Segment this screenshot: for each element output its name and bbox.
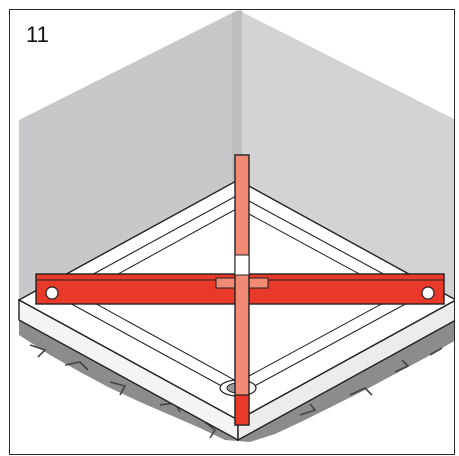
ground-shadow [19,310,454,442]
shower-tray-leveling-illustration [17,10,454,442]
vertical-level-white-band [234,254,250,276]
level-left-hole [45,286,59,300]
illustration-frame: 11 [9,9,455,455]
level-right-hole [421,286,435,300]
vertical-level-bottom-cap [234,394,250,426]
step-number: 11 [26,22,49,47]
vertical-spirit-level [234,154,250,426]
tray-front-right-face [237,300,454,442]
